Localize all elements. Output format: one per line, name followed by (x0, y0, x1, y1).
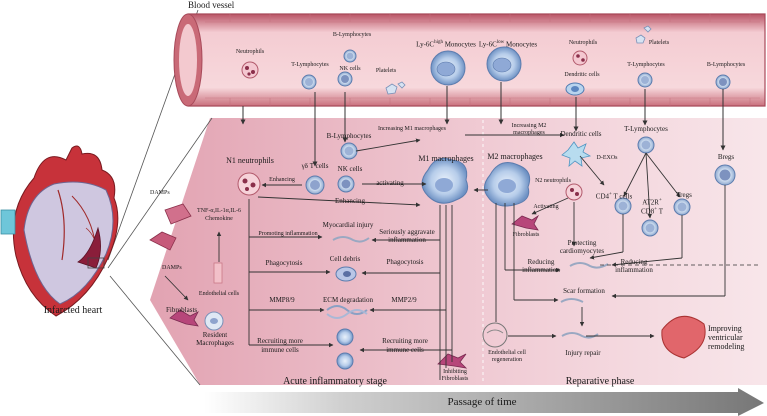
vessel-t-lymphocytes-2-label: T-Lymphocytes (627, 62, 665, 68)
vessel-nk-cells-label: NK cells (339, 66, 361, 72)
cytokines-label: TNF-α,IL-1α,IL-6 (197, 208, 241, 214)
increasing-m1-label: Increasing M1 macrophages (378, 126, 446, 132)
damps-1-label: DAMPs (150, 190, 170, 196)
dendritic-cells-label: Dendritic cells (560, 130, 602, 138)
m2-macrophages-label: M2 macrophages (487, 152, 543, 161)
mmp29-label: MMP2/9 (391, 296, 417, 304)
mmp89-label: MMP8/9 (269, 296, 295, 304)
fibroblasts-2-label: Fibroblasts (512, 232, 540, 238)
heart-illustration (0, 145, 119, 317)
protecting-cardiomyocytes-label: cardiomyocytes (559, 247, 605, 255)
tissue-panel (150, 118, 767, 385)
vessel-cells (241, 25, 731, 96)
recruiting-2a-label: Recruiting more (382, 337, 428, 345)
inflammation-1-label: inflammation (388, 236, 426, 244)
vessel-neutrophils-2-label: Neutrophils (568, 40, 598, 46)
phagocytosis-1-label: Phagocytosis (265, 259, 303, 267)
blood-vessel-label: Blood vessel (188, 0, 235, 10)
seriously-aggravate-label: Seriously aggravate (379, 228, 435, 236)
resident-label: Resident (202, 331, 228, 339)
enhancing-2-label: Enhancing (335, 197, 365, 205)
endothelial-regeneration-label: Endothelial cell (488, 350, 526, 356)
remodeling-label: remodeling (708, 342, 745, 351)
ly6c-low-monocytes-label: Ly-6Clow Monocytes (478, 40, 538, 49)
activating-label: activating (376, 179, 404, 187)
gd-t-cells-label: γδ T cells (301, 162, 329, 170)
vessel-platelets-2-label: Platelets (648, 40, 670, 46)
vessel-neutrophils-label: Neutrophils (235, 49, 265, 55)
reducing-inflammation-2-label: inflammation (615, 266, 653, 274)
vessel-t-lymphocytes-label: T-Lymphocytes (291, 62, 329, 68)
ventricular-label: ventricular (708, 333, 743, 342)
recruiting-1a-label: Recruiting more (257, 337, 303, 345)
vessel-b-lymphocytes-label: B-Lymphocytes (332, 32, 372, 38)
endothelial-cells-label: Endothelial cells (198, 291, 240, 297)
infarcted-heart-label: Infarcted heart (43, 305, 103, 316)
injury-repair-label: Injury repair (565, 349, 601, 357)
protecting-label: Protecting (567, 239, 597, 247)
activating-2-label: Activating (533, 204, 559, 210)
t-lymphocytes-label: T-Lymphocytes (624, 125, 668, 133)
reducing-inflammation-1-label: inflammation (522, 266, 560, 274)
n2-neutrophils-label: N2 neutrophils (535, 178, 571, 184)
at2r-label: AT2R+ (642, 198, 662, 207)
recruiting-2b-label: immune cells (386, 346, 424, 354)
promoting-inflammation-label: Promoting inflammation (258, 231, 318, 237)
d-exos-label: D-EXOs (596, 155, 618, 161)
inhibiting-label: Inhibiting (443, 369, 467, 375)
enhancing-1-label: Enhancing (269, 177, 295, 183)
fibroblasts-label: Fibroblasts (166, 306, 198, 314)
damps-2-label: DAMPs (162, 265, 182, 271)
blood-vessel (173, 13, 766, 107)
ly6c-high-monocytes-label: Ly-6Chigh Monocytes (416, 40, 476, 49)
reducing-2-label: Reducing (620, 258, 648, 266)
cell-debris-label: Cell debris (329, 255, 361, 263)
endothelial-regeneration-2-label: regeneration (492, 357, 522, 363)
vessel-platelets-label: Platelets (375, 68, 397, 74)
scar-formation-label: Scar formation (563, 287, 605, 295)
vessel-b-lymphocytes-2-label: B-Lymphocytes (706, 62, 746, 68)
tissue-cells (149, 136, 736, 370)
nk-cells-label: NK cells (337, 165, 363, 173)
acute-stage-label: Acute inflammatory stage (283, 376, 387, 387)
passage-of-time-label: Passage of time (447, 396, 517, 408)
macrophages-label: Macrophages (196, 339, 234, 347)
reparative-phase-label: Reparative phase (565, 376, 635, 387)
ecm-degradation-label: ECM degradation (323, 296, 373, 304)
cd8-t-label: CD8+ T (641, 207, 663, 216)
vessel-dendritic-cells-label: Dendritic cells (564, 72, 600, 78)
increasing-m2-macrophages-label: macrophages (513, 130, 545, 136)
chemokine-label: Chemokine (205, 216, 233, 222)
cd4-t-cells-label: CD4+ T cells (595, 192, 633, 201)
inhibiting-fibroblasts-label: Fibroblasts (441, 376, 469, 382)
n1-neutrophils-label: N1 neutrophils (226, 156, 274, 165)
b-lymphocytes-label: B-Lymphocytes (326, 132, 372, 140)
recruiting-1b-label: immune cells (261, 346, 299, 354)
time-arrow (204, 388, 764, 416)
improving-label: Improving (708, 324, 742, 333)
myocardial-injury-label: Myocardial injury (322, 221, 374, 229)
phagocytosis-2-label: Phagocytosis (386, 258, 424, 266)
increasing-m2-label: Increasing M2 (511, 123, 547, 129)
m1-macrophages-label: M1 macrophages (418, 154, 474, 163)
tregs-label: Tregs (676, 191, 692, 199)
bregs-label: Bregs (717, 153, 735, 161)
reducing-1-label: Reducing (527, 258, 555, 266)
